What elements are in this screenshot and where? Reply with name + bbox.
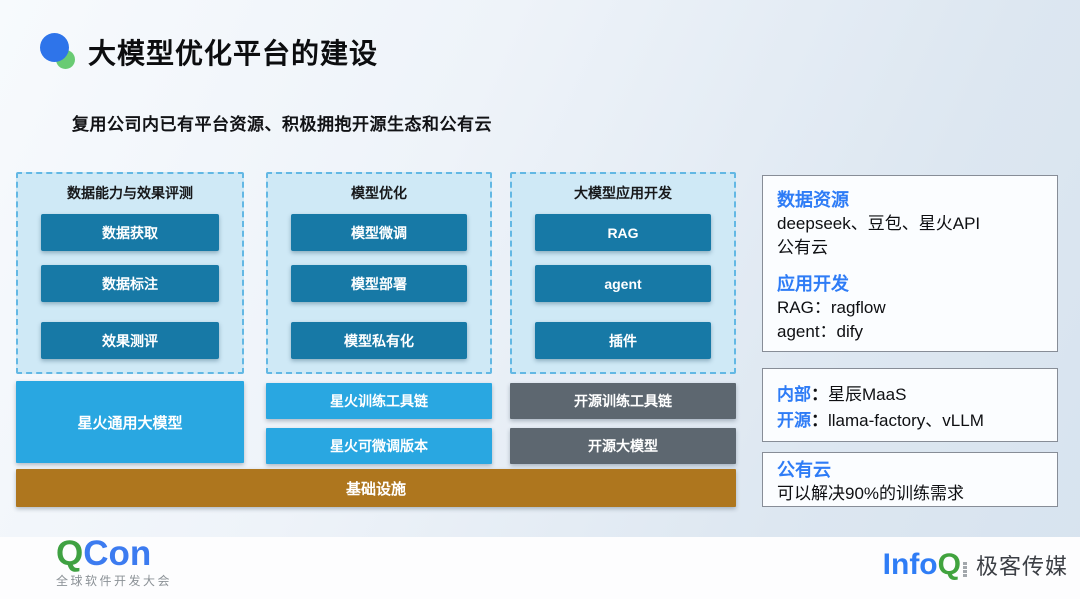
note-line: deepseek、豆包、星火API — [777, 214, 981, 233]
qcon-tagline: 全球软件开发大会 — [56, 574, 173, 588]
box-rag: RAG — [535, 214, 711, 251]
box-spark-training-toolchain: 星火训练工具链 — [266, 383, 492, 419]
note-label: 内部 — [777, 385, 811, 404]
box-plugin: 插件 — [535, 322, 711, 359]
note-data-resources: 数据资源 deepseek、豆包、星火API 公有云 应用开发 RAG：ragf… — [762, 175, 1058, 352]
slide-subtitle: 复用公司内已有平台资源、积极拥抱开源生态和公有云 — [72, 115, 492, 134]
column-header: 数据能力与效果评测 — [67, 185, 193, 201]
blue-dot-icon — [40, 33, 69, 62]
note-value: llama-factory、vLLM — [828, 411, 984, 430]
box-model-private: 模型私有化 — [291, 322, 467, 359]
box-model-deploy: 模型部署 — [291, 265, 467, 302]
footer-bar: QCon 全球软件开发大会 InfoQ 极客传媒 — [0, 534, 1080, 599]
qcon-wordmark: QCon — [56, 534, 172, 573]
note-heading: 公有云 — [777, 460, 831, 480]
note-value: 星辰MaaS — [828, 385, 907, 404]
infoq-vertical-text-mark-icon — [962, 561, 967, 577]
note-line: 可以解决90%的训练需求 — [777, 484, 965, 503]
box-data-labeling: 数据标注 — [41, 265, 219, 302]
infoq-brand-name: 极客传媒 — [975, 554, 1068, 579]
qcon-con-letters: Con — [83, 534, 152, 573]
qcon-q-letter: Q — [56, 534, 84, 573]
box-spark-general-model: 星火通用大模型 — [16, 381, 244, 463]
box-spark-finetunable-version: 星火可微调版本 — [266, 428, 492, 464]
column-header: 模型优化 — [351, 185, 407, 201]
qcon-logo: QCon 全球软件开发大会 — [56, 534, 173, 589]
note-separator: ： — [811, 411, 828, 430]
column-data-capability: 数据能力与效果评测 数据获取 数据标注 效果测评 — [16, 172, 244, 374]
note-heading: 数据资源 — [777, 190, 849, 210]
box-oss-training-toolchain: 开源训练工具链 — [510, 383, 736, 419]
column-app-development: 大模型应用开发 RAG agent 插件 — [510, 172, 736, 374]
note-label: 开源 — [777, 411, 811, 430]
box-effect-evaluation: 效果测评 — [41, 322, 219, 359]
slide-bullet-logo-icon — [38, 31, 78, 71]
infoq-q-letter: Q — [937, 548, 961, 581]
box-data-acquisition: 数据获取 — [41, 214, 219, 251]
note-spacer — [777, 260, 1043, 272]
box-model-finetune: 模型微调 — [291, 214, 467, 251]
note-line: agent：dify — [777, 322, 863, 341]
column-model-optimization: 模型优化 模型微调 模型部署 模型私有化 — [266, 172, 492, 374]
note-row: 开源：llama-factory、vLLM — [777, 408, 1043, 434]
box-oss-large-model: 开源大模型 — [510, 428, 736, 464]
note-heading: 应用开发 — [777, 274, 849, 294]
page-title: 大模型优化平台的建设 — [88, 38, 379, 69]
infoq-info-letters: Info — [882, 548, 938, 581]
infoq-wordmark: InfoQ — [883, 550, 961, 580]
note-row: 内部：星辰MaaS — [777, 382, 1043, 408]
note-line: 公有云 — [777, 238, 828, 257]
note-toolchains: 内部：星辰MaaS 开源：llama-factory、vLLM — [762, 368, 1058, 442]
box-infrastructure: 基础设施 — [16, 469, 736, 507]
column-header: 大模型应用开发 — [574, 185, 672, 201]
note-separator: ： — [811, 385, 828, 404]
box-agent: agent — [535, 265, 711, 302]
note-line: RAG：ragflow — [777, 298, 886, 317]
note-public-cloud: 公有云 可以解决90%的训练需求 — [762, 452, 1058, 507]
infoq-logo: InfoQ 极客传媒 — [883, 549, 1068, 581]
